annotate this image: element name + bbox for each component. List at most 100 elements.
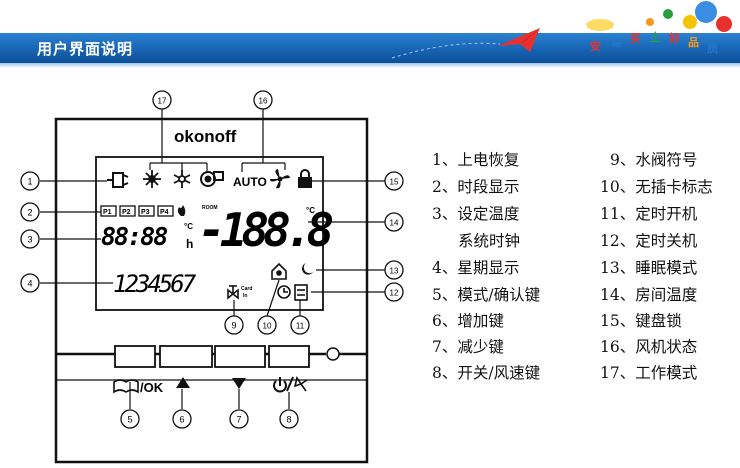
decorative-graphics: [391, 1, 732, 59]
callout-3: 3: [20, 229, 40, 249]
svg-text:1: 1: [27, 177, 32, 187]
timer-on-icon: [277, 285, 291, 299]
down-button[interactable]: [214, 345, 266, 368]
up-arrow-icon: [176, 377, 190, 388]
period-p2: P2: [122, 209, 131, 216]
svg-text:2: 2: [27, 208, 32, 218]
slogan-char: 易: [611, 36, 622, 49]
slogan-char: 质: [707, 42, 718, 55]
period-p4: P4: [160, 209, 169, 216]
weekday-digits: 1234567: [113, 270, 197, 298]
slogan-char: 上: [650, 31, 661, 44]
svg-text:14: 14: [390, 219, 399, 228]
callout-14: 14: [384, 212, 404, 232]
svg-text:9: 9: [231, 321, 236, 331]
svg-text:12: 12: [390, 289, 399, 298]
slogan-char: 品: [688, 36, 699, 49]
legend-item: 5、模式/确认键: [432, 286, 541, 304]
callout-4: 4: [20, 273, 40, 293]
legend-item: 11、定时开机: [600, 205, 698, 223]
slogan-char: 好: [669, 32, 680, 45]
callout-11: 11: [290, 315, 310, 335]
ok-label: /OK: [140, 380, 164, 395]
room-temp-digits: -188.8: [198, 203, 332, 257]
timer-off-icon: [294, 284, 308, 301]
period-p3: P3: [141, 209, 150, 216]
book-icon: [113, 379, 139, 394]
room-label: ROOM: [202, 205, 218, 211]
legend-item: 7、减少键: [432, 338, 504, 356]
power-fan-icon: [273, 376, 308, 393]
callout-8: 8: [279, 409, 299, 429]
callout-10: 10: [257, 315, 277, 335]
legend-item: 16、风机状态: [600, 338, 698, 356]
legend-item: 9、水阀符号: [610, 151, 698, 169]
flame-icon: [177, 205, 186, 216]
legend-item: 系统时钟: [458, 232, 521, 250]
legend-item: 8、开关/风速键: [432, 364, 541, 382]
power-restore-icon: [107, 172, 129, 188]
callout-1: 1: [20, 171, 40, 191]
set-temp-unit: °C: [184, 222, 193, 231]
down-arrow-icon: [232, 378, 246, 389]
callout-7: 7: [229, 409, 249, 429]
callout-15: 15: [384, 171, 404, 191]
legend-item: 13、睡眠模式: [600, 259, 698, 277]
svg-text:17: 17: [158, 97, 167, 106]
callout-5: 5: [120, 409, 140, 429]
svg-text:11: 11: [296, 322, 305, 331]
header-band: [0, 33, 740, 68]
auto-label: AUTO: [233, 175, 267, 189]
legend-item: 1、上电恢复: [432, 151, 520, 169]
svg-text:8: 8: [286, 415, 291, 425]
svg-text:10: 10: [263, 322, 272, 331]
legend-item: 6、增加键: [432, 312, 504, 330]
callout-2: 2: [20, 202, 40, 222]
leader-lines: [40, 109, 385, 409]
callout-9: 9: [224, 315, 244, 335]
legend-item: 2、时段显示: [432, 178, 520, 196]
slogan-char: 买: [630, 32, 641, 45]
lock-icon: [298, 169, 312, 188]
room-temp-unit: °C: [306, 206, 315, 215]
moon-icon: [302, 263, 313, 275]
callout-16: 16: [253, 90, 273, 110]
card-label-bottom: In: [243, 293, 247, 299]
svg-text:3: 3: [27, 235, 32, 245]
keypad: [114, 345, 310, 368]
clock-digits: 88:88: [101, 222, 167, 251]
house-icon: [271, 262, 287, 280]
mode-ok-button[interactable]: [114, 345, 156, 368]
power-fan-button[interactable]: [268, 345, 310, 368]
page-title: 用户界面说明: [37, 40, 134, 58]
callout-12: 12: [384, 282, 404, 302]
snowflake-icon: [173, 170, 191, 188]
up-button[interactable]: [159, 345, 213, 368]
brand-logo: okonoff: [174, 127, 237, 146]
card-label-top: Card: [241, 286, 252, 292]
device-frame: [54, 117, 369, 464]
legend-item: 10、无插卡标志: [600, 178, 713, 196]
legend-item: 12、定时关机: [600, 232, 698, 250]
legend-item: 15、键盘锁: [600, 312, 682, 330]
svg-text:6: 6: [179, 415, 184, 425]
valve-icon: [227, 285, 239, 300]
period-p1: P1: [103, 209, 112, 216]
svg-text:4: 4: [27, 279, 32, 289]
legend-item: 3、设定温度: [432, 205, 520, 223]
svg-text:7: 7: [236, 415, 241, 425]
slogan-char: 安: [590, 40, 601, 53]
fan-icon: [270, 169, 290, 189]
heat-blower-icon: [200, 171, 224, 187]
svg-text:15: 15: [390, 178, 399, 187]
legend-item: 17、工作模式: [600, 364, 698, 382]
lcd-screen: [95, 156, 324, 311]
svg-text:16: 16: [259, 97, 268, 106]
callout-6: 6: [172, 409, 192, 429]
sun-icon: [143, 170, 161, 188]
callout-13: 13: [384, 260, 404, 280]
legend-item: 14、房间温度: [600, 286, 698, 304]
clock-hour-label: h: [186, 237, 193, 251]
callout-17: 17: [152, 90, 172, 110]
